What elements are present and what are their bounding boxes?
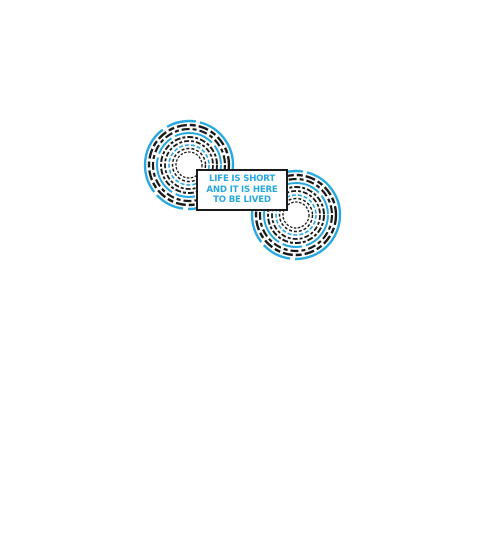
quote-label-box: LIFE IS SHORT AND IT IS HERE TO BE LIVED <box>196 169 288 211</box>
quote-line-2: AND IT IS HERE <box>206 184 278 195</box>
right-spiral-icon <box>250 169 342 261</box>
quote-line-3: TO BE LIVED <box>213 195 271 206</box>
left-spiral-icon <box>143 119 235 211</box>
quote-line-1: LIFE IS SHORT <box>209 174 275 185</box>
